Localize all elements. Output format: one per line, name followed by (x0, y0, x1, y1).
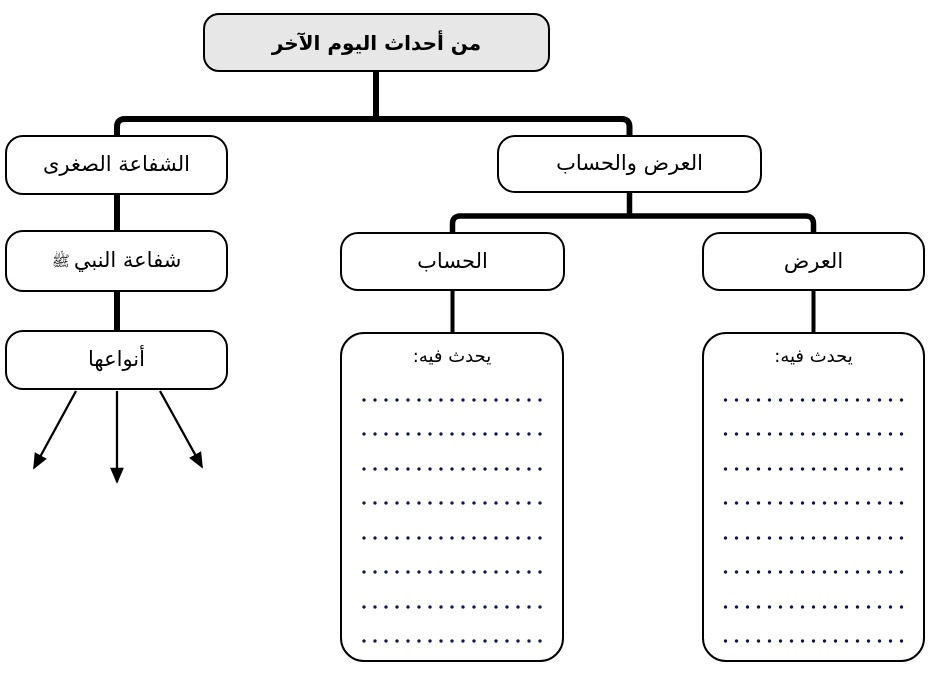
dotted-fill-line (360, 432, 544, 436)
dotted-fill-line (360, 466, 544, 471)
dotted-fill-line (360, 570, 544, 574)
node-prophet-intercession: شفاعة النبي ﷺ (5, 230, 228, 292)
node-reckoning-label: الحساب (417, 248, 488, 273)
node-prophet-intercession-label: شفاعة النبي (73, 248, 182, 273)
types-arrow-left (32, 390, 78, 470)
node-presentation-label: العرض (783, 248, 844, 273)
dotted-fill-line (722, 604, 905, 609)
answer-box-header: يحدث فيه: (412, 346, 492, 367)
node-reckoning: الحساب (340, 232, 565, 291)
node-its-types: أنواعها (5, 330, 228, 390)
answer-box-header: يحدث فيه: (774, 346, 853, 367)
node-root: من أحداث اليوم الآخر (203, 13, 550, 72)
node-its-types-label: أنواعها (88, 347, 145, 372)
dotted-fill-line (360, 639, 544, 643)
node-presentation-and-reckoning: العرض والحساب (497, 135, 762, 193)
answer-box-reckoning: يحدث فيه: (340, 332, 564, 662)
dotted-fill-line (722, 397, 905, 402)
node-minor-intercession-label: الشفاعة الصغرى (42, 152, 191, 177)
node-presentation-and-reckoning-label: العرض والحساب (556, 151, 703, 176)
dotted-lines-group (720, 397, 907, 643)
types-arrow-right (158, 390, 204, 469)
connector-right-rail (449, 213, 817, 234)
dotted-fill-line (360, 501, 544, 505)
dotted-fill-line (722, 570, 905, 574)
pbuh-honorific-symbol: ﷺ (51, 251, 70, 270)
node-root-label: من أحداث اليوم الآخر (271, 30, 482, 55)
dotted-lines-group (358, 397, 546, 643)
dotted-fill-line (360, 535, 544, 540)
dotted-fill-line (722, 432, 905, 436)
node-presentation: العرض (702, 232, 925, 291)
dotted-fill-line (360, 397, 544, 402)
answer-box-presentation: يحدث فيه: (702, 332, 925, 662)
dotted-fill-line (722, 501, 905, 505)
dotted-fill-line (722, 466, 905, 471)
dotted-fill-line (722, 535, 905, 540)
connector-main-rail (114, 116, 633, 137)
dotted-fill-line (360, 604, 544, 609)
dotted-fill-line (722, 639, 905, 643)
node-minor-intercession: الشفاعة الصغرى (5, 135, 228, 195)
